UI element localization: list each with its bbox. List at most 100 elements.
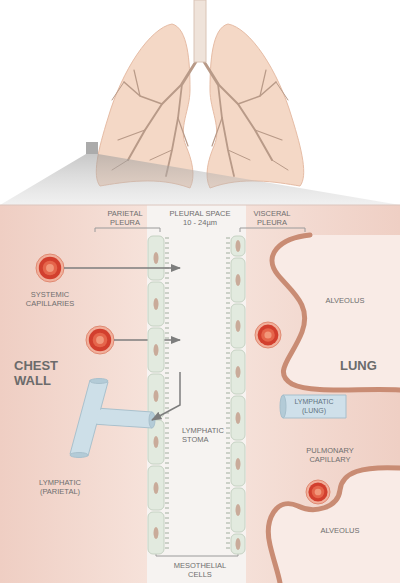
microvillus (165, 373, 169, 374)
microvillus (165, 333, 169, 334)
microvillus (226, 488, 230, 489)
microvillus (226, 533, 230, 534)
pleural-space-fill (147, 205, 246, 583)
pleura-band: VISCERAL PLEURA (230, 235, 246, 555)
capillary-symbol (255, 322, 281, 348)
microvillus (165, 528, 169, 529)
microvillus (165, 503, 169, 504)
bracket (240, 228, 305, 232)
microvillus (165, 343, 169, 344)
lung-right (255, 130, 282, 140)
vessel-opening (90, 379, 108, 384)
pleural-space: PLEURAL SPACE 10 - 24µm (180, 235, 222, 555)
microvillus (165, 508, 169, 509)
cell-nucleus (154, 252, 159, 264)
capillary-ring (308, 482, 327, 501)
microvillus (226, 273, 230, 274)
lung-right (203, 24, 304, 188)
lung-right (218, 84, 234, 176)
microvillus (226, 538, 230, 539)
cell-nucleus (154, 390, 159, 402)
lung-right (218, 84, 272, 160)
cell-nucleus (154, 298, 159, 310)
microvillus (165, 248, 169, 249)
microvillus (165, 458, 169, 459)
microvillus (165, 418, 169, 419)
cell-nucleus (154, 482, 159, 494)
lung-left (182, 60, 197, 84)
cell-nucleus (236, 458, 241, 470)
microvillus (165, 428, 169, 429)
node-outline (68, 378, 152, 460)
microvillus (226, 278, 230, 279)
vessel-wall (92, 408, 152, 428)
microvillus (165, 403, 169, 404)
microvillus (165, 363, 169, 364)
microvillus (226, 348, 230, 349)
microvillus (165, 323, 169, 324)
microvillus (226, 323, 230, 324)
mesothelial-cell (231, 396, 245, 440)
cell-nucleus (154, 527, 159, 539)
microvillus (165, 408, 169, 409)
microvillus (226, 258, 230, 259)
pulmonary-capillary: PULMONARY CAPILLARY (306, 480, 330, 504)
microvillus (226, 353, 230, 354)
microvillus (226, 368, 230, 369)
lung-right (228, 150, 250, 160)
capillary-ring (43, 261, 58, 276)
microvillus (165, 278, 169, 279)
bracket (156, 552, 238, 556)
microvillus (165, 533, 169, 534)
microvillus (226, 398, 230, 399)
node-text: LYMPHATIC (LUNG) (288, 398, 340, 415)
microvillus (226, 403, 230, 404)
cell-nucleus (236, 538, 241, 550)
lung-right (212, 118, 222, 146)
microvillus (226, 283, 230, 284)
capillary-symbol (89, 329, 111, 351)
cell-nucleus (236, 274, 241, 286)
capillary-symbol (93, 333, 108, 348)
lung-left (128, 84, 182, 160)
mesothelial-cell (231, 258, 245, 302)
microvillus (165, 433, 169, 434)
microvillus (165, 313, 169, 314)
microvillus (226, 343, 230, 344)
microvillus (226, 493, 230, 494)
microvillus (165, 243, 169, 244)
microvillus (226, 388, 230, 389)
microvillus (226, 243, 230, 244)
region-label: LUNG (340, 358, 390, 373)
alveolar-wall (272, 235, 400, 390)
zoom-square (86, 142, 98, 154)
microvillus (226, 338, 230, 339)
lung-left (178, 118, 188, 146)
lung-left (150, 150, 172, 160)
microvillus (165, 383, 169, 384)
microvillus (226, 453, 230, 454)
zoom-panel (0, 205, 400, 583)
node-text: PULMONARY CAPILLARY (300, 446, 360, 464)
lung-right (276, 82, 288, 100)
microvillus (165, 523, 169, 524)
vessel-wall (283, 395, 346, 418)
capillary-ring (315, 489, 322, 496)
microvillus (165, 448, 169, 449)
microvillus (226, 528, 230, 529)
part-label: MESOTHELIAL CELLS (168, 561, 232, 579)
microvillus (226, 318, 230, 319)
mesothelial-cell (231, 534, 245, 554)
cell-nucleus (236, 320, 241, 332)
lung-left (112, 82, 124, 100)
flow-arrow (152, 372, 180, 420)
microvillus (165, 268, 169, 269)
lung-right (203, 60, 288, 176)
capillary-symbol (264, 331, 271, 338)
microvillus (165, 518, 169, 519)
microvillus (226, 518, 230, 519)
microvillus (226, 448, 230, 449)
lung-tissue (246, 205, 400, 583)
microvillus (226, 428, 230, 429)
microvillus (226, 458, 230, 459)
